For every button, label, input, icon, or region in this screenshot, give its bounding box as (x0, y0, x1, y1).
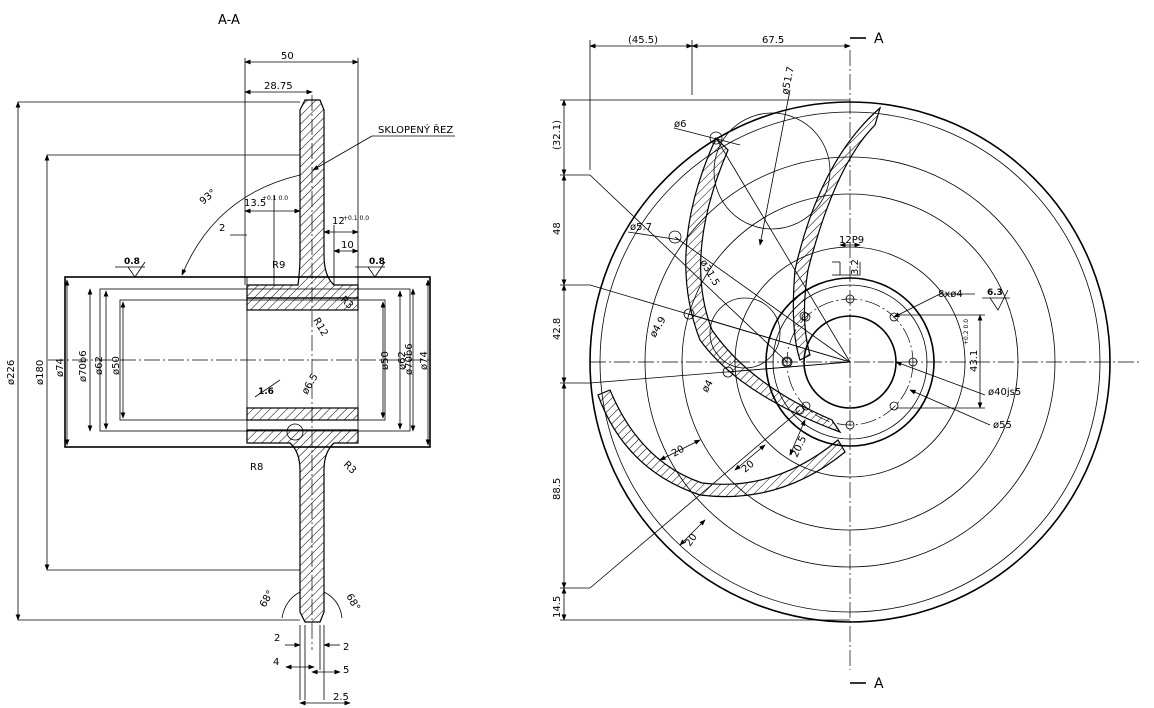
angle-arc-68-left (281, 591, 301, 619)
blade-2 (597, 389, 846, 498)
detail-circle (286, 423, 304, 441)
label-top-45-5: (45.5) (628, 35, 658, 46)
note-leader (312, 135, 373, 171)
label-d70b6-right: ø70b6 (404, 343, 415, 375)
label-d74-right: ø74 (419, 351, 430, 370)
label-d62-left: ø62 (94, 356, 105, 375)
label-r12: R12 (310, 316, 329, 339)
roughness-symbol-front: 6.3 (982, 288, 1010, 311)
label-d50-left: ø50 (111, 356, 122, 375)
label-b2-5: 2.5 (333, 692, 349, 703)
roughness-symbol-2: 0.8 (355, 257, 386, 278)
angle-arc-68-right (323, 591, 343, 619)
label-w10: 10 (341, 240, 354, 251)
label-r3b: R3 (341, 459, 358, 476)
section-view: A-A ø226 ø180 ø74 ø70b6 ø62 (6, 13, 455, 706)
label-d40js5: ø40js5 (988, 387, 1021, 398)
shaft-outline-d62 (99, 288, 411, 432)
label-b4: 4 (273, 657, 279, 668)
label-b5: 5 (343, 665, 349, 676)
circle-d51-7 (713, 112, 831, 230)
label-r8: R8 (250, 462, 263, 473)
label-v32-1: (32.1) (552, 120, 563, 150)
label-tol13-5: +0.1 0.0 (262, 195, 288, 202)
label-tol43-1: +0.2 0.0 (963, 319, 970, 345)
label-b2-left: 2 (274, 633, 280, 644)
label-w20-5: 20.5 (790, 434, 809, 459)
section-title: A-A (218, 13, 240, 28)
label-holes-8xd4: 8xø4 (938, 289, 963, 300)
label-d51-7: ø51.7 (780, 66, 797, 96)
label-d6: ø6 (674, 119, 686, 130)
front-view: (45.5) 67.5 A A ø51.7 ø6 ø5.7 ø31.5 ø4.9… (552, 31, 1140, 692)
label-w20-a: 20 (670, 444, 687, 460)
hub-circle-d74 (765, 277, 935, 447)
cut-mark-bottom: A (874, 676, 884, 692)
angle-arc-93 (181, 174, 301, 276)
label-w2: 2 (219, 223, 225, 234)
label-v14-5: 14.5 (552, 596, 563, 618)
label-ang68-left: 68° (258, 589, 276, 610)
label-ang68-right: 68° (343, 592, 361, 613)
label-h43-1: 43.1 (969, 350, 980, 372)
hub-lower-wall (246, 429, 359, 623)
label-d55: ø55 (993, 420, 1012, 431)
label-b2-right: 2 (343, 642, 349, 653)
roughness-symbol-1: 0.8 (115, 257, 146, 278)
label-w20-c: 20 (683, 532, 699, 549)
circle-d31-5 (709, 297, 781, 369)
label-d180: ø180 (35, 360, 46, 385)
label-d62-right: ø62 (397, 351, 408, 370)
cut-mark-top: A (874, 31, 884, 47)
roughness-symbol-3: 1.6 (254, 379, 281, 398)
label-w13-5: 13.5 (244, 198, 266, 209)
label-ang93: 93° (198, 187, 219, 207)
svg-text:0.8: 0.8 (124, 257, 140, 267)
outer-circle-d226 (589, 101, 1111, 623)
label-d5-7: ø5.7 (630, 222, 652, 233)
section-note: SKLOPENÝ ŘEZ (378, 123, 453, 136)
bore-sleeve-bottom (246, 407, 359, 421)
label-w12: 12 (332, 216, 345, 227)
label-key-12p9: 12P9 (839, 235, 864, 246)
label-d226: ø226 (6, 360, 17, 385)
blade-1 (685, 136, 842, 434)
label-v48: 48 (552, 222, 563, 235)
label-d4: ø4 (700, 378, 716, 394)
svg-text:0.8: 0.8 (369, 257, 385, 267)
label-d74-left: ø74 (55, 358, 66, 377)
label-d6-5: ø6.5 (300, 372, 321, 397)
label-d70b6-left: ø70b6 (78, 350, 89, 382)
label-top-67-5: 67.5 (762, 35, 784, 46)
label-w50: 50 (281, 51, 294, 62)
keyway (839, 262, 861, 276)
blade-3 (792, 106, 882, 361)
label-d4-9: ø4.9 (648, 315, 669, 340)
label-w20-b: 20 (740, 459, 757, 476)
label-v42-8: 42.8 (552, 318, 563, 340)
label-d50-right: ø50 (380, 351, 391, 370)
label-tol12: +0.1 0.0 (343, 215, 369, 222)
svg-text:1.6: 1.6 (258, 387, 274, 397)
label-w28-75: 28.75 (264, 81, 293, 92)
label-v88-5: 88.5 (552, 478, 563, 500)
svg-text:6.3: 6.3 (987, 288, 1003, 298)
label-r9: R9 (272, 260, 285, 271)
label-key-3-2: 3.2 (850, 259, 861, 275)
hole-d6 (709, 131, 723, 145)
